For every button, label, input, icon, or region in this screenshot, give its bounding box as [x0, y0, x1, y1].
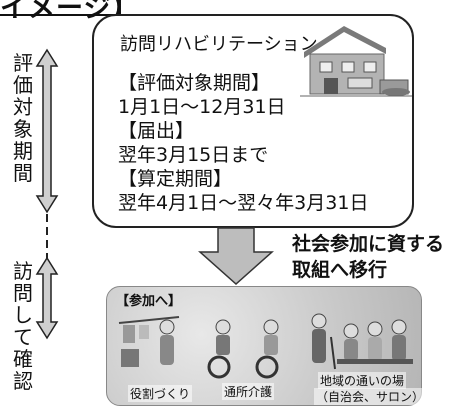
transition-caption: 社会参加に資する 取組へ移行 [292, 231, 444, 283]
house-icon [300, 26, 412, 97]
box-title: 訪問リハビリテーション [120, 34, 318, 55]
caption-community-place: 地域の通いの場 [318, 372, 407, 389]
caption-community-place-note: （自治会、サロン） [314, 388, 427, 405]
evaluation-char: 評 [13, 51, 33, 75]
community-gathering-icon [311, 313, 413, 370]
visit-char: 認 [13, 369, 33, 393]
evaluation-period-label: 評 価 対 象 期 間 [12, 52, 34, 184]
evaluation-char: 対 [13, 95, 33, 119]
visit-confirmation-label: 訪 問 し て 確 認 [12, 260, 34, 392]
evaluation-char: 間 [13, 161, 33, 185]
visit-char: 問 [13, 281, 33, 305]
caption-role-making: 役割づくり [128, 385, 193, 402]
box-line-notice-date: 翌年3月15日まで [118, 144, 269, 166]
caption-day-service: 通所介護 [222, 383, 275, 400]
wheelchair-users-icon [207, 319, 279, 379]
visit-char: 訪 [13, 259, 33, 283]
participation-illustrations [118, 313, 413, 379]
hanging-laundry-icon [118, 316, 180, 367]
down-arrow-icon [198, 227, 274, 286]
box-line-eval-heading: 【評価対象期間】 [118, 72, 271, 94]
box-line-notice-heading: 【届出】 [118, 120, 195, 142]
visit-char: 確 [13, 347, 33, 371]
visit-char: し [13, 303, 33, 327]
timeline-arrows [35, 48, 59, 340]
visit-confirmation-arrow [35, 256, 59, 340]
visit-rehab-box [92, 14, 414, 228]
caption-line-2: 取組へ移行 [292, 259, 388, 281]
box-line-eval-dates: 1月1日～12月31日 [118, 96, 286, 118]
evaluation-char: 象 [13, 117, 33, 141]
header-underline [0, 14, 118, 16]
evaluation-char: 価 [13, 73, 33, 97]
visit-char: て [13, 325, 33, 349]
box-line-calc-dates: 翌年4月1日～翌々年3月31日 [118, 192, 369, 214]
participation-tag: 【参加へ】 [116, 294, 182, 309]
caption-line-1: 社会参加に資する [292, 233, 445, 255]
evaluation-char: 期 [13, 139, 33, 163]
box-line-calc-heading: 【算定期間】 [118, 168, 233, 190]
evaluation-period-arrow [35, 48, 59, 214]
